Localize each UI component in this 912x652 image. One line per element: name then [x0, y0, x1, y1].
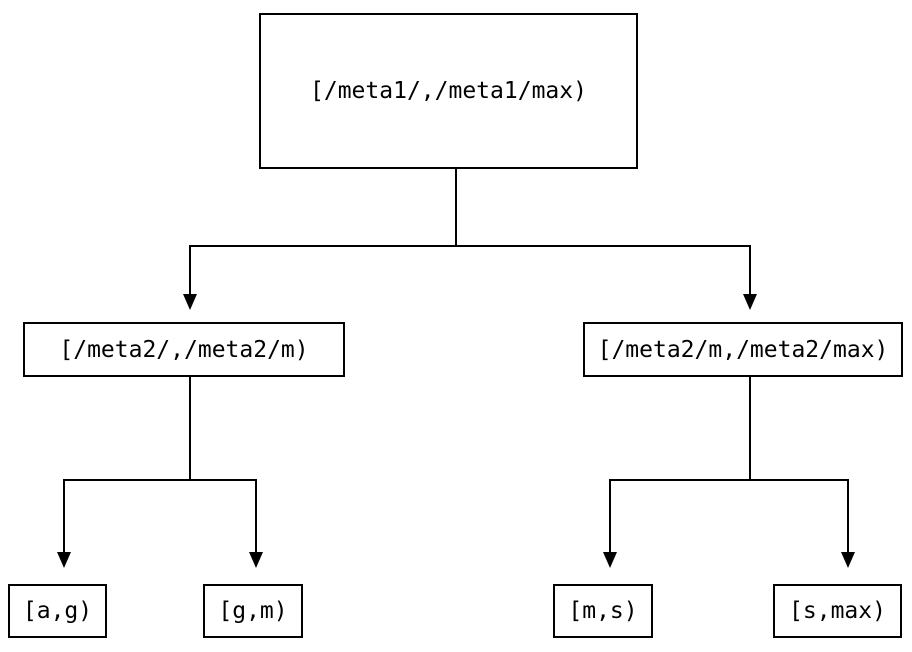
node-leaf-g-m: [g,m): [203, 584, 303, 638]
node-label: [/meta2/,/meta2/m): [59, 336, 309, 363]
node-meta1-range: [/meta1/,/meta1/max): [259, 13, 638, 169]
node-meta2-upper-range: [/meta2/m,/meta2/max): [583, 322, 903, 377]
node-label: [/meta2/m,/meta2/max): [597, 336, 889, 363]
edge-lines: [63, 169, 849, 553]
arrowhead-icon: [603, 552, 617, 568]
node-meta2-lower-range: [/meta2/,/meta2/m): [23, 322, 345, 377]
node-leaf-m-s: [m,s): [553, 584, 653, 638]
arrowhead-icon: [841, 552, 855, 568]
edge-arrowheads: [57, 294, 855, 568]
node-label: [g,m): [218, 598, 288, 624]
node-label: [/meta1/,/meta1/max): [310, 78, 587, 104]
node-label: [a,g): [22, 598, 93, 624]
node-leaf-a-g: [a,g): [8, 584, 107, 638]
node-leaf-s-max: [s,max): [773, 584, 902, 638]
arrowhead-icon: [57, 552, 71, 568]
node-label: [s,max): [789, 598, 886, 624]
arrowhead-icon: [249, 552, 263, 568]
arrowhead-icon: [743, 294, 757, 310]
node-label: [m,s): [568, 598, 638, 624]
arrowhead-icon: [183, 294, 197, 310]
